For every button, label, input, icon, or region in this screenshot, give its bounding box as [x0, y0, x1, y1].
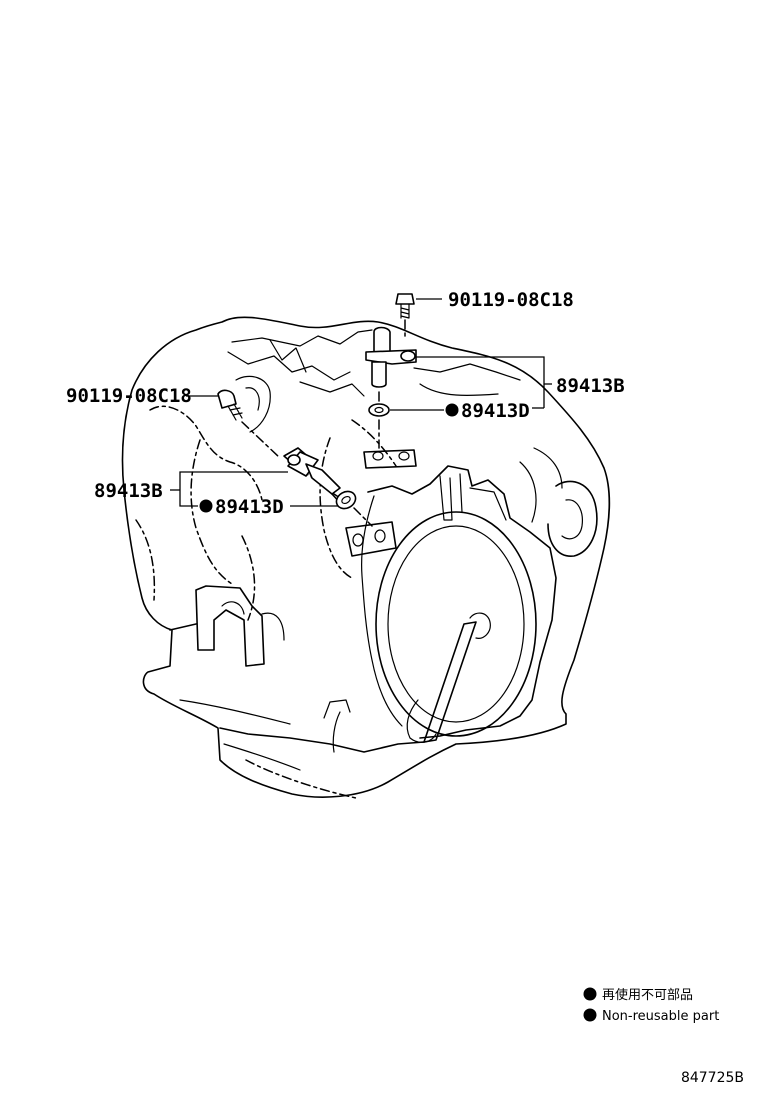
callout-oring-left-group: 89413D — [199, 496, 284, 518]
non-reusable-marker-right — [445, 403, 459, 417]
legend-japanese-label: 再使用不可部品 — [602, 987, 693, 1003]
legend-marker-japanese — [583, 987, 597, 1001]
o-ring-left — [335, 490, 357, 510]
sensor-top — [363, 293, 417, 469]
legend-english-label: Non-reusable part — [602, 1009, 719, 1024]
non-reusable-marker-left — [199, 499, 213, 513]
callout-oring-right-group: 89413D — [445, 400, 530, 422]
callout-oring-left: 89413D — [215, 496, 284, 518]
callout-bolt-top: 90119-08C18 — [448, 289, 574, 311]
bolt-top-head — [395, 293, 415, 305]
callout-sensor-right: 89413B — [556, 375, 625, 397]
leader-lines — [170, 298, 552, 507]
legend-marker-english — [583, 1008, 597, 1022]
o-ring-top — [368, 403, 390, 417]
transmission-housing — [121, 316, 611, 799]
bolt-left-head — [217, 389, 237, 409]
diagram-reference-number: 847725B — [681, 1070, 744, 1086]
callout-bolt-left: 90119-08C18 — [66, 385, 192, 407]
sensor-left — [217, 389, 397, 557]
callout-sensor-left: 89413B — [94, 480, 163, 502]
legend: 再使用不可部品 Non-reusable part — [583, 987, 719, 1024]
callout-oring-right: 89413D — [461, 400, 530, 422]
